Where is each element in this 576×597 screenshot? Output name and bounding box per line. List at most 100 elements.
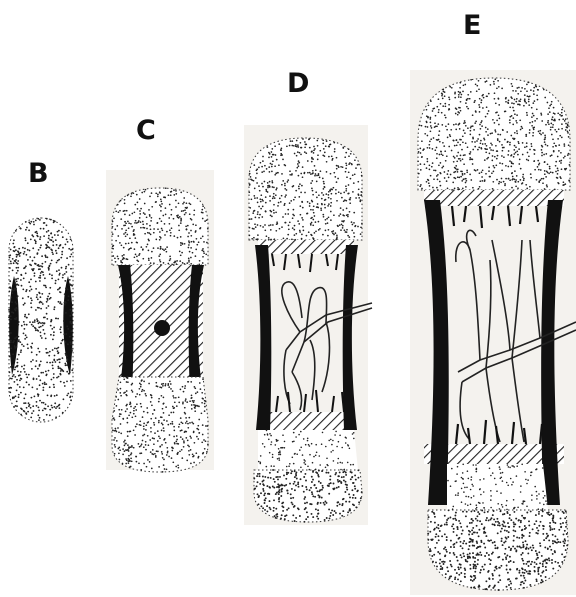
stipple-dot: [253, 195, 255, 197]
stipple-dot: [148, 258, 150, 260]
stipple-dot: [152, 449, 154, 451]
stipple-dot: [258, 185, 260, 187]
stipple-dot: [18, 394, 20, 396]
stipple-dot: [441, 112, 443, 114]
stipple-dot: [10, 347, 12, 349]
stipple-dot: [463, 540, 465, 542]
stipple-dot: [58, 376, 60, 378]
stipple-dot: [276, 439, 278, 441]
stipple-dot: [340, 469, 342, 471]
stipple-dot: [342, 166, 344, 168]
stipple-dot: [534, 153, 536, 155]
stipple-dot: [497, 503, 499, 505]
stipple-dot: [164, 385, 166, 387]
stipple-dot: [162, 385, 164, 387]
stipple-dot: [282, 159, 284, 161]
stipple-dot: [253, 180, 255, 182]
stipple-dot: [546, 184, 548, 186]
stipple-dot: [8, 335, 10, 337]
stipple-dot: [519, 100, 521, 102]
stipple-dot: [343, 192, 345, 194]
stipple-dot: [420, 152, 422, 154]
stipple-dot: [554, 551, 556, 553]
stipple-dot: [34, 396, 36, 398]
stipple-dot: [473, 495, 475, 497]
stipple-dot: [320, 482, 322, 484]
stipple-dot: [184, 385, 186, 387]
stipple-dot: [30, 302, 32, 304]
stipple-dot: [184, 243, 186, 245]
stipple-dot: [205, 400, 207, 402]
stipple-dot: [31, 300, 33, 302]
stipple-dot: [470, 179, 472, 181]
stipple-dot: [280, 153, 282, 155]
stipple-dot: [426, 115, 428, 117]
stipple-dot: [25, 229, 27, 231]
stipple-dot: [499, 134, 501, 136]
stipple-dot: [161, 220, 163, 222]
stipple-dot: [139, 213, 141, 215]
stipple-dot: [265, 196, 267, 198]
stipple-dot: [555, 165, 557, 167]
stipple-dot: [180, 192, 182, 194]
stipple-dot: [511, 173, 513, 175]
stipple-dot: [549, 522, 551, 524]
stipple-dot: [450, 564, 452, 566]
stipple-dot: [536, 554, 538, 556]
stipple-dot: [532, 544, 534, 546]
stipple-dot: [124, 450, 126, 452]
stipple-dot: [122, 463, 124, 465]
stipple-dot: [566, 127, 568, 129]
stipple-dot: [281, 502, 283, 504]
stipple-dot: [159, 191, 161, 193]
stipple-dot: [351, 230, 353, 232]
stipple-dot: [421, 188, 423, 190]
stipple-dot: [514, 113, 516, 115]
stipple-dot: [349, 496, 351, 498]
stipple-dot: [275, 514, 277, 516]
stipple-dot: [37, 218, 39, 220]
stipple-dot: [544, 97, 546, 99]
stipple-dot: [542, 570, 544, 572]
stipple-dot: [19, 253, 21, 255]
stipple-dot: [316, 140, 318, 142]
stipple-dot: [513, 523, 515, 525]
stipple-dot: [321, 470, 323, 472]
stipple-dot: [294, 476, 296, 478]
stipple-dot: [155, 382, 157, 384]
stipple-dot: [185, 400, 187, 402]
stipple-dot: [116, 440, 118, 442]
stipple-dot: [120, 388, 122, 390]
stipple-dot: [273, 196, 275, 198]
stipple-dot: [441, 561, 443, 563]
stipple-dot: [538, 131, 540, 133]
stipple-dot: [115, 210, 117, 212]
stipple-dot: [444, 515, 446, 517]
stipple-dot: [511, 102, 513, 104]
stipple-dot: [439, 553, 441, 555]
stipple-dot: [167, 424, 169, 426]
stipple-dot: [292, 227, 294, 229]
stipple-dot: [466, 526, 468, 528]
stipple-dot: [180, 254, 182, 256]
stipple-dot: [297, 144, 299, 146]
stipple-dot: [541, 509, 543, 511]
stipple-dot: [202, 397, 204, 399]
stipple-dot: [550, 129, 552, 131]
stipple-dot: [188, 247, 190, 249]
stipple-dot: [46, 362, 48, 364]
stipple-dot: [513, 535, 515, 537]
stipple-dot: [467, 94, 469, 96]
stipple-dot: [272, 456, 274, 458]
stipple-dot: [282, 447, 284, 449]
stipple-dot: [448, 109, 450, 111]
stipple-dot: [162, 424, 164, 426]
stipple-dot: [52, 365, 54, 367]
stipple-dot: [549, 111, 551, 113]
stipple-dot: [61, 231, 63, 233]
stipple-dot: [459, 82, 461, 84]
stipple-dot: [348, 493, 350, 495]
stipple-dot: [58, 405, 60, 407]
stipple-dot: [494, 122, 496, 124]
stipple-dot: [45, 244, 47, 246]
